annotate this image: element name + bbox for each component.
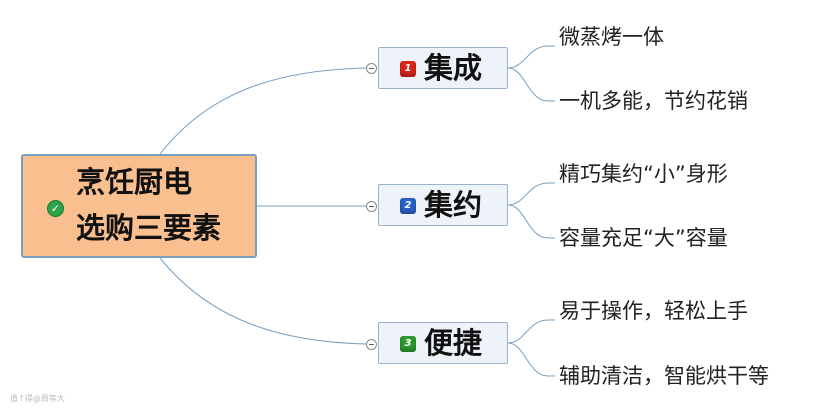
connector-branch-1-leaf-2 — [507, 67, 555, 102]
leaf-topic[interactable]: 容量充足“大”容量 — [559, 226, 728, 250]
connector-branch-2-leaf-2 — [507, 204, 555, 239]
priority-3-icon: 3 — [400, 336, 416, 352]
check-icon: ✓ — [47, 200, 64, 217]
branch-topic-integration[interactable]: 1 集成 — [378, 47, 508, 89]
root-topic-line-2: 选购三要素 — [76, 211, 222, 245]
priority-2-icon: 2 — [400, 198, 416, 214]
branch-topic-compact[interactable]: 2 集约 — [378, 184, 508, 226]
connector-branch-3-leaf-1 — [507, 319, 555, 344]
leaf-topic[interactable]: 一机多能，节约花销 — [559, 89, 748, 113]
leaf-topic[interactable]: 辅助清洁，智能烘干等 — [559, 364, 769, 388]
connector-branch-3-leaf-2 — [507, 342, 555, 377]
connector-root-branch-3 — [159, 257, 367, 345]
watermark: 值↑得@周等大 — [10, 394, 65, 403]
priority-1-icon: 1 — [400, 61, 416, 77]
collapse-toggle-branch-3[interactable] — [366, 339, 377, 350]
branch-topic-convenience[interactable]: 3 便捷 — [378, 322, 508, 364]
connector-root-branch-1 — [159, 67, 367, 155]
branch-label: 便捷 — [424, 326, 483, 360]
branch-label: 集成 — [424, 51, 483, 85]
connector-branch-2-leaf-1 — [507, 182, 555, 206]
root-topic[interactable]: ✓ 烹饪厨电 选购三要素 — [21, 154, 257, 258]
collapse-toggle-branch-1[interactable] — [366, 63, 377, 74]
leaf-topic[interactable]: 易于操作，轻松上手 — [559, 299, 748, 323]
root-topic-line-1: 烹饪厨电 — [76, 165, 193, 199]
connector-branch-1-leaf-1 — [507, 45, 555, 69]
branch-label: 集约 — [424, 188, 483, 222]
leaf-topic[interactable]: 精巧集约“小”身形 — [559, 162, 728, 186]
collapse-toggle-branch-2[interactable] — [366, 201, 377, 212]
leaf-topic[interactable]: 微蒸烤一体 — [559, 25, 664, 49]
